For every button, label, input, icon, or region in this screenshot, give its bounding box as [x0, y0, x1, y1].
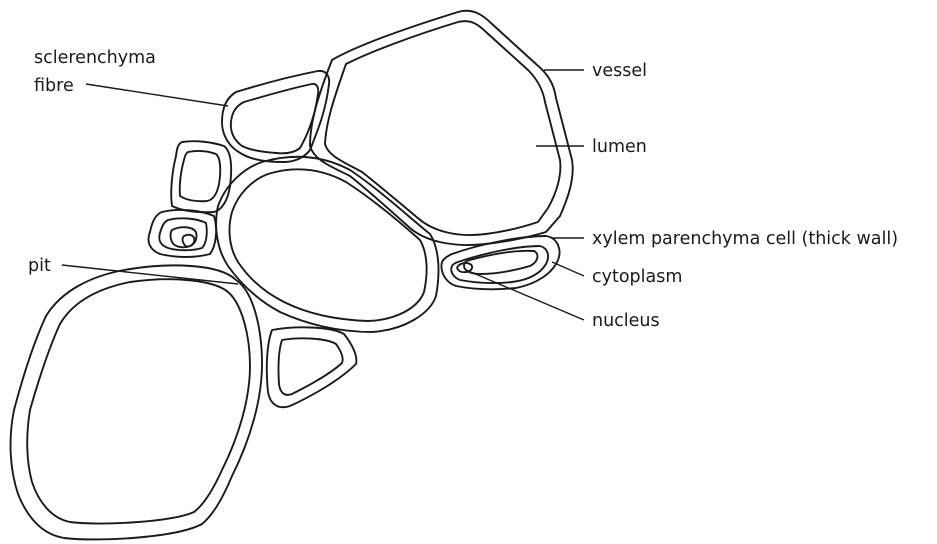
fibre-small-lower — [148, 210, 216, 257]
vessel-upper — [310, 11, 573, 245]
lumen-label: lumen — [592, 137, 647, 157]
vessel-upper-outer-wall — [310, 11, 573, 245]
nucleus-label: nucleus — [592, 311, 660, 331]
fibre-small-upper-inner-wall — [180, 151, 221, 201]
sclerenchyma-label-line2: fibre — [34, 76, 74, 96]
pit-label: pit — [28, 256, 51, 276]
nucleus-leader-line — [466, 270, 584, 320]
fibre-triangular-inner-wall — [278, 338, 342, 395]
vessel-lower-left-inner-wall — [27, 279, 250, 523]
fibre-small-lower-middle-wall — [159, 218, 207, 250]
vessel-central-outer-wall — [216, 157, 438, 332]
vessel-lower-left — [11, 265, 262, 539]
sclerenchyma-leader-line — [86, 84, 228, 106]
vessel-label: vessel — [592, 61, 647, 81]
xylem-parenchyma-label: xylem parenchyma cell (thick wall) — [592, 229, 898, 249]
vessel-lower-left-outer-wall — [11, 265, 262, 539]
sclerenchyma-fibre — [222, 71, 329, 162]
sclerenchyma-label-line1: sclerenchyma — [34, 48, 156, 68]
cytoplasm-leader-line — [552, 262, 584, 276]
vessel-central — [216, 157, 438, 332]
fibre-small-lower-pit-canal — [183, 235, 195, 247]
cytoplasm — [464, 251, 537, 274]
sclerenchyma-fibre-inner-wall — [231, 84, 318, 153]
fibre-small-upper — [171, 141, 231, 212]
cytoplasm-label: cytoplasm — [592, 267, 682, 287]
fibre-triangular — [267, 327, 357, 407]
